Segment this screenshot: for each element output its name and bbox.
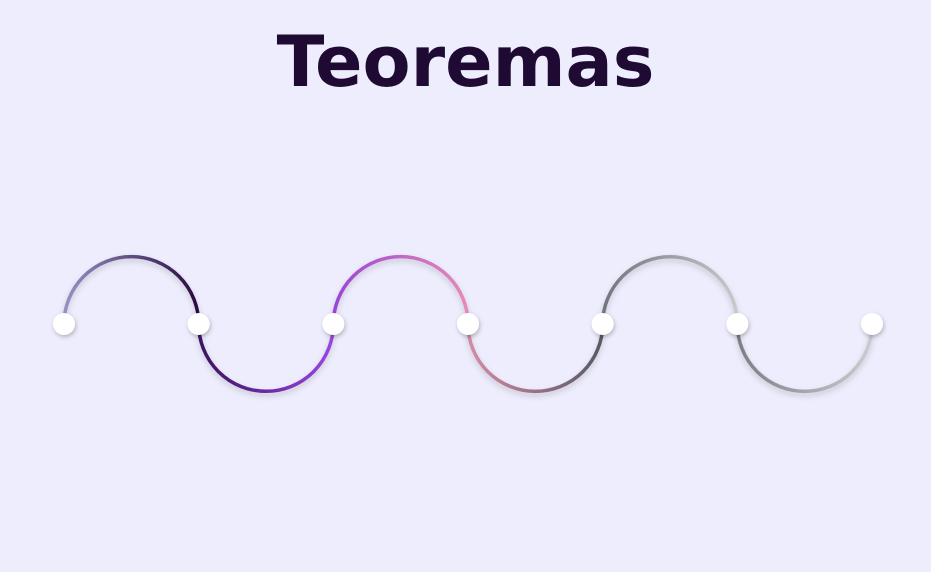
timeline-arc-6 <box>735 322 874 393</box>
timeline-node-7[interactable] <box>861 313 883 335</box>
nodes-layer <box>53 313 883 335</box>
timeline-node-2[interactable] <box>187 313 210 335</box>
timeline-node-6[interactable] <box>726 313 749 335</box>
arcs-layer <box>62 255 874 393</box>
timeline-node-5[interactable] <box>591 313 614 335</box>
page-title: Teoremas <box>276 21 655 103</box>
timeline-node-3[interactable] <box>322 313 345 335</box>
timeline-arc-5 <box>600 255 740 326</box>
timeline-arc-4 <box>466 322 605 393</box>
timeline-node-4[interactable] <box>457 313 479 335</box>
timeline-arc-1 <box>62 255 201 326</box>
timeline-arc-3 <box>331 255 470 326</box>
timeline-arc-2 <box>196 322 336 393</box>
timeline-node-1[interactable] <box>53 313 75 335</box>
